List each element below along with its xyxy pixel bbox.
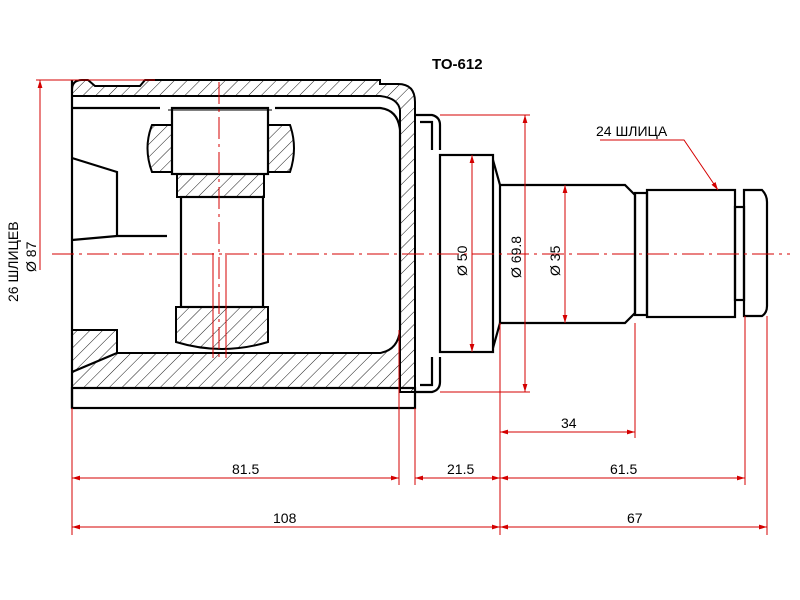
diameter-69-8-label: Ø 69.8 bbox=[508, 236, 524, 278]
outer-housing bbox=[70, 79, 417, 410]
diameter-50-label: Ø 50 bbox=[454, 245, 470, 276]
tripod-roller bbox=[146, 106, 295, 350]
length-34-label: 34 bbox=[561, 415, 577, 431]
diameter-dimensions bbox=[36, 79, 719, 393]
length-61-5-label: 61.5 bbox=[610, 461, 637, 477]
housing-diameter-label: Ø 87 bbox=[23, 241, 39, 272]
length-81-5-label: 81.5 bbox=[232, 461, 259, 477]
length-108-label: 108 bbox=[273, 510, 297, 526]
length-21-5-label: 21.5 bbox=[447, 461, 474, 477]
housing-splines-label: 26 ШЛИЦЕВ bbox=[5, 221, 21, 302]
diameter-35-label: Ø 35 bbox=[547, 245, 563, 276]
length-67-label: 67 bbox=[627, 510, 643, 526]
part-number-title: TO-612 bbox=[432, 56, 483, 73]
centerlines bbox=[52, 82, 790, 358]
length-dimensions bbox=[71, 316, 768, 535]
shaft-splines-label: 24 ШЛИЦА bbox=[596, 123, 668, 139]
